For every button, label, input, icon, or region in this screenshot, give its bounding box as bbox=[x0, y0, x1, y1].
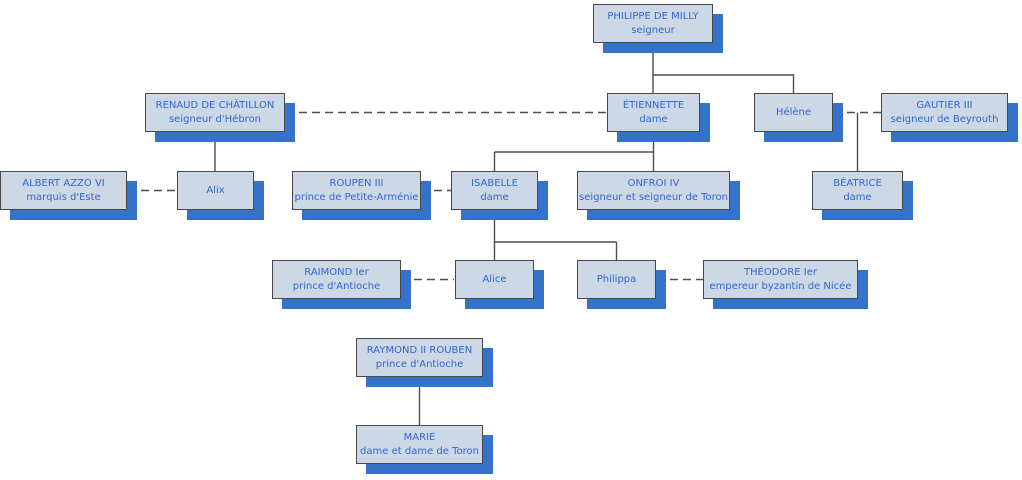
node-philippe-de-milly[interactable]: PHILIPPE DE MILLY seigneur bbox=[593, 4, 713, 43]
node-title: ROUPEN III bbox=[329, 177, 384, 189]
node-subtitle: marquis d'Este bbox=[26, 191, 101, 203]
node-subtitle: seigneur et seigneur de Toron bbox=[578, 191, 729, 203]
node-title: ÉTIENNETTE bbox=[622, 99, 685, 111]
node-renaud-de-chatillon[interactable]: RENAUD DE CHÂTILLON seigneur d'Hébron bbox=[145, 93, 285, 132]
node-title: Philippa bbox=[596, 273, 637, 285]
node-title: RAIMOND Ier bbox=[304, 266, 369, 278]
node-etiennette[interactable]: ÉTIENNETTE dame bbox=[607, 93, 700, 132]
node-onfroi-iv[interactable]: ONFROI IV seigneur et seigneur de Toron bbox=[577, 171, 730, 210]
node-philippa[interactable]: Philippa bbox=[577, 260, 656, 299]
node-subtitle: dame et dame de Toron bbox=[360, 445, 479, 457]
node-subtitle: seigneur de Beyrouth bbox=[890, 113, 999, 125]
node-raimond-ier[interactable]: RAIMOND Ier prince d'Antioche bbox=[272, 260, 401, 299]
node-helene[interactable]: Hélène bbox=[754, 93, 833, 132]
node-subtitle: dame bbox=[639, 113, 668, 125]
node-albert-azzo-vi[interactable]: ALBERT AZZO VI marquis d'Este bbox=[0, 171, 127, 210]
node-subtitle: prince d'Antioche bbox=[292, 280, 381, 292]
node-subtitle: dame bbox=[843, 191, 872, 203]
node-subtitle: dame bbox=[480, 191, 509, 203]
node-title: GAUTIER III bbox=[916, 99, 973, 111]
node-title: THÉODORE Ier bbox=[743, 266, 818, 278]
edge-philippe-to-helene bbox=[653, 74, 795, 93]
node-title: RAYMOND II ROUBEN bbox=[366, 344, 473, 356]
node-raymond-ii-rouben[interactable]: RAYMOND II ROUBEN prince d'Antioche bbox=[356, 338, 483, 377]
node-beatrice[interactable]: BÉATRICE dame bbox=[812, 171, 903, 210]
node-title: Hélène bbox=[775, 106, 812, 118]
node-roupen-iii[interactable]: ROUPEN III prince de Petite-Arménie bbox=[292, 171, 421, 210]
node-title: RENAUD DE CHÂTILLON bbox=[155, 99, 275, 111]
node-isabelle[interactable]: ISABELLE dame bbox=[451, 171, 538, 210]
node-gautier-iii[interactable]: GAUTIER III seigneur de Beyrouth bbox=[881, 93, 1008, 132]
node-alice[interactable]: Alice bbox=[455, 260, 534, 299]
node-title: ISABELLE bbox=[471, 177, 518, 189]
node-title: Alice bbox=[482, 273, 507, 285]
node-title: BÉATRICE bbox=[833, 177, 882, 189]
node-title: ALBERT AZZO VI bbox=[22, 177, 105, 189]
node-subtitle: seigneur d'Hébron bbox=[168, 113, 262, 125]
node-title: ONFROI IV bbox=[627, 177, 680, 189]
node-alix[interactable]: Alix bbox=[177, 171, 254, 210]
node-theodore-ier[interactable]: THÉODORE Ier empereur byzantin de Nicée bbox=[703, 260, 858, 299]
node-subtitle: empereur byzantin de Nicée bbox=[709, 280, 852, 292]
node-subtitle: prince d'Antioche bbox=[375, 358, 464, 370]
node-title: Alix bbox=[206, 184, 225, 196]
node-subtitle: seigneur bbox=[631, 24, 675, 36]
node-marie[interactable]: MARIE dame et dame de Toron bbox=[356, 425, 483, 464]
node-title: MARIE bbox=[403, 431, 436, 443]
node-title: PHILIPPE DE MILLY bbox=[607, 10, 699, 22]
node-subtitle: prince de Petite-Arménie bbox=[294, 191, 419, 203]
